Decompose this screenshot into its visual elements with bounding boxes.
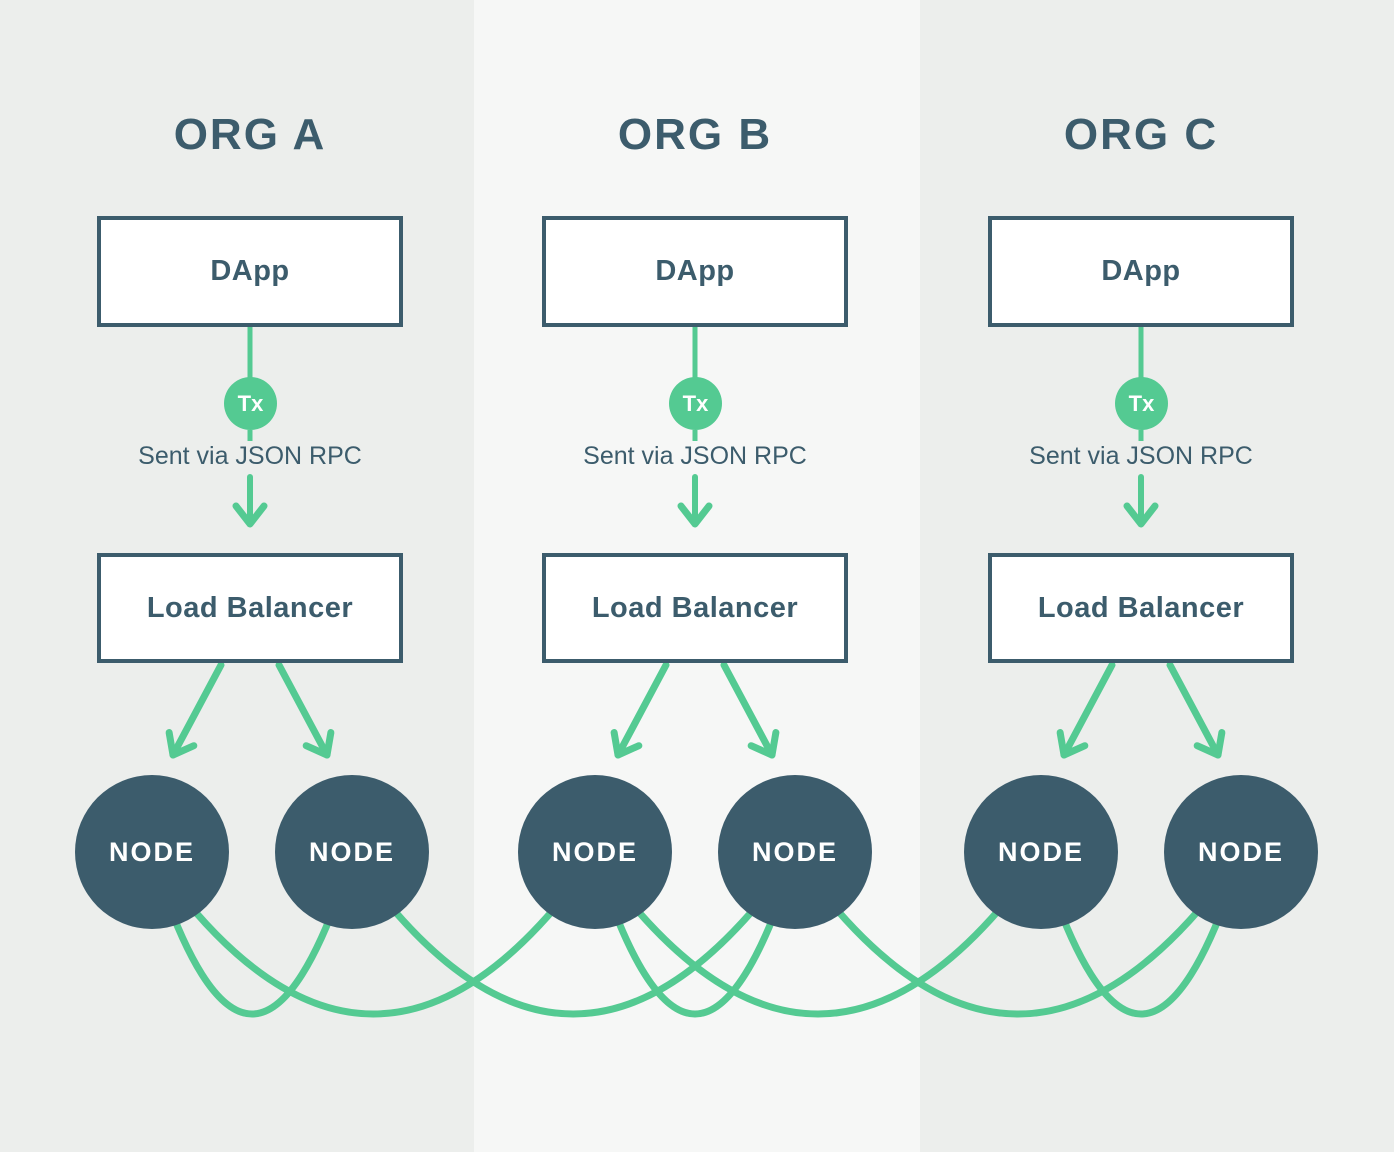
node-a2-label: NODE	[308, 836, 395, 867]
node-b2-label: NODE	[751, 836, 838, 867]
rpc-caption-org-b: Sent via JSON RPC	[583, 442, 807, 470]
tx-badge-org-b: Tx	[669, 377, 722, 430]
tx-label-org-b: Tx	[682, 390, 709, 416]
dapp-label-org-c: DApp	[1101, 255, 1181, 287]
lb-arrow-right-org-b	[720, 661, 780, 759]
node-b2: NODE	[718, 775, 872, 929]
dapp-box-org-a: DApp	[97, 216, 403, 327]
node-a1: NODE	[75, 775, 229, 929]
node-a2: NODE	[275, 775, 429, 929]
tx-label-org-c: Tx	[1128, 390, 1155, 416]
mesh-arc-b2-c2	[792, 853, 1244, 1018]
mesh-arc-b1-b2	[591, 854, 799, 1018]
tx-label-org-a: Tx	[237, 390, 264, 416]
mesh-arc-b1-c1	[592, 853, 1044, 1018]
lb-arrow-left-org-b	[610, 661, 670, 759]
node-a1-label: NODE	[108, 836, 195, 867]
rpc-caption-org-a: Sent via JSON RPC	[138, 442, 362, 470]
mesh-arc-a2-b2	[349, 853, 798, 1018]
dapp-label-org-a: DApp	[210, 255, 290, 287]
load-balancer-label-org-b: Load Balancer	[591, 591, 799, 624]
org-a-title: ORG A	[173, 110, 327, 159]
mesh-arc-a1-b1	[149, 853, 598, 1018]
org-c-title: ORG C	[1063, 110, 1219, 159]
tx-badge-org-a: Tx	[224, 377, 277, 430]
rpc-caption-org-c: Sent via JSON RPC	[1029, 442, 1253, 470]
mesh-arc-c1-c2	[1037, 854, 1245, 1018]
dapp-box-org-b: DApp	[542, 216, 848, 327]
lb-arrow-right-org-c	[1166, 661, 1226, 759]
node-b1-label: NODE	[551, 836, 638, 867]
node-c2-label: NODE	[1197, 836, 1284, 867]
node-b1: NODE	[518, 775, 672, 929]
node-c2: NODE	[1164, 775, 1318, 929]
lb-arrow-right-org-a	[275, 661, 335, 759]
org-b-title: ORG B	[617, 110, 773, 159]
load-balancer-label-org-a: Load Balancer	[146, 591, 354, 624]
lb-arrow-left-org-c	[1056, 661, 1116, 759]
load-balancer-box-org-c: Load Balancer	[988, 553, 1294, 663]
dapp-label-org-b: DApp	[655, 255, 735, 287]
tx-badge-org-c: Tx	[1115, 377, 1168, 430]
load-balancer-label-org-c: Load Balancer	[1037, 591, 1245, 624]
load-balancer-box-org-a: Load Balancer	[97, 553, 403, 663]
lb-arrow-left-org-a	[165, 661, 225, 759]
node-c1-label: NODE	[997, 836, 1084, 867]
dapp-box-org-c: DApp	[988, 216, 1294, 327]
load-balancer-box-org-b: Load Balancer	[542, 553, 848, 663]
node-c1: NODE	[964, 775, 1118, 929]
mesh-arc-a1-a2	[148, 854, 356, 1018]
